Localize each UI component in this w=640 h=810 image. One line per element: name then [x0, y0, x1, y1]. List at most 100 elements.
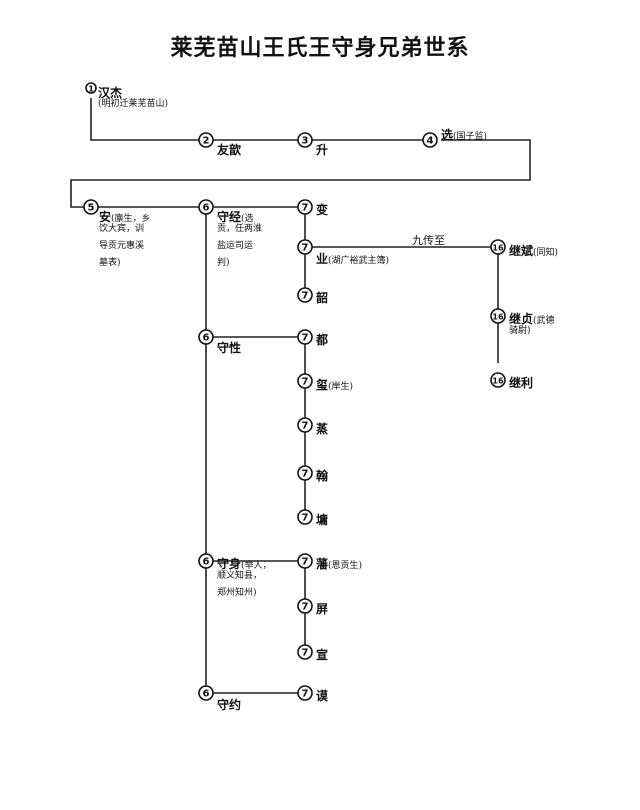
generation-circle-p7b [297, 239, 313, 255]
generation-number: 16 [492, 377, 504, 386]
generation-number: 6 [203, 333, 210, 344]
person-p16b: 继贞(武德 [509, 310, 555, 326]
generation-number: 5 [88, 203, 95, 214]
person-note: (岸生) [328, 382, 354, 392]
generation-circle-p6d [198, 685, 214, 701]
person-name: 继利 [509, 376, 534, 390]
person-p7j: 屏 [316, 600, 328, 616]
page-title: 莱芜苗山王氏王守身兄弟世系 [170, 36, 470, 61]
generation-circle-p16b [490, 308, 506, 324]
person-p2: 友歆 [217, 141, 241, 157]
person-note-line: 郑州知州) [217, 588, 257, 598]
generation-circle-p7f [297, 417, 313, 433]
person-p1: 汉杰 [98, 84, 122, 100]
generation-circle-p7e [297, 373, 313, 389]
person-p7a: 变 [316, 201, 328, 217]
person-p7g: 翰 [316, 467, 328, 483]
person-p16c: 继利 [509, 374, 533, 390]
generation-number: 7 [302, 203, 309, 214]
person-p7h: 墉 [316, 511, 328, 527]
person-note-line: 饮大宾，训 [99, 224, 145, 234]
generation-circle-p1 [85, 82, 97, 94]
person-name: 韶 [316, 291, 329, 305]
generation-circle-p7h [297, 509, 313, 525]
generation-number: 16 [492, 244, 504, 253]
person-p7d: 都 [316, 331, 328, 347]
generation-number: 3 [302, 136, 309, 147]
generation-circle-p7d [297, 329, 313, 345]
generation-number: 2 [203, 136, 210, 147]
person-note-line: 导贡元惠溪 [99, 241, 145, 251]
person-p6b: 守性 [217, 339, 241, 355]
generation-number: 16 [492, 313, 504, 322]
generation-number: 7 [302, 513, 309, 524]
person-p7f: 蒸 [316, 420, 328, 436]
person-note-line: (选 [241, 214, 254, 224]
person-name: 守约 [217, 698, 242, 712]
person-p7k: 宣 [316, 646, 328, 662]
person-p5: 安(廪生，乡 [99, 208, 151, 224]
person-name: 都 [316, 333, 329, 347]
generation-number: 7 [302, 421, 309, 432]
person-note: (国子监) [453, 132, 488, 142]
generation-circle-p3 [297, 132, 313, 148]
person-name: 升 [316, 143, 329, 157]
person-name: 守性 [217, 341, 242, 355]
person-p6c: 守身(举人， [217, 555, 272, 571]
generation-circle-p6b [198, 329, 214, 345]
person-name: 宣 [316, 648, 329, 662]
person-note-line: 顺义知县， [217, 571, 263, 581]
person-name: 屏 [316, 602, 329, 616]
generation-number: 7 [302, 291, 309, 302]
generation-circle-p6a [198, 199, 214, 215]
person-note-line: (武德 [533, 316, 555, 326]
person-name: 变 [316, 203, 329, 217]
generation-number: 7 [302, 377, 309, 388]
generation-circle-p16a [490, 239, 506, 255]
person-p6a: 守经(选 [217, 208, 254, 224]
generation-number: 7 [302, 648, 309, 659]
generation-number: 7 [302, 333, 309, 344]
person-name: 继斌 [509, 244, 534, 258]
person-p7i: 藩(恩贡生) [316, 555, 362, 571]
person-name: 玺 [316, 378, 329, 392]
person-name: 安 [99, 210, 112, 224]
person-p7e: 玺(岸生) [316, 376, 353, 392]
person-note-line: 贡，任两淮 [217, 224, 263, 234]
person-p3: 升 [316, 141, 328, 157]
generation-number: 6 [203, 557, 210, 568]
generation-circle-p7g [297, 465, 313, 481]
person-note: (明初迁莱芜苗山) [98, 99, 169, 109]
person-name: 选 [441, 128, 454, 142]
generation-number: 7 [302, 243, 309, 254]
person-name: 守身 [217, 557, 242, 571]
person-p7l: 谟 [316, 687, 328, 703]
generation-number: 7 [302, 689, 309, 700]
person-name: 友歆 [217, 143, 242, 157]
person-name: 汉杰 [98, 86, 123, 100]
generation-circle-p7a [297, 199, 313, 215]
person-name: 蒸 [316, 422, 329, 436]
person-name: 谟 [316, 689, 329, 703]
generation-circle-p7k [297, 644, 313, 660]
generation-number: 7 [302, 557, 309, 568]
jump-annotation: 九传至 [412, 234, 445, 247]
person-note-line: 墓表) [99, 258, 121, 268]
generation-number: 4 [427, 136, 434, 147]
generation-circle-p4 [422, 132, 438, 148]
person-p7b: 业(湖广裕武主簿) [316, 250, 389, 266]
person-name: 翰 [316, 469, 329, 483]
person-note: (恩贡生) [328, 561, 363, 571]
generation-circle-p7j [297, 598, 313, 614]
person-name: 藩 [316, 557, 329, 571]
person-name: 继贞 [509, 312, 534, 326]
generation-circle-p7l [297, 685, 313, 701]
person-note-line: (廪生，乡 [111, 214, 151, 224]
generation-number: 7 [302, 469, 309, 480]
generation-number: 6 [203, 689, 210, 700]
person-note: (湖广裕武主簿) [328, 256, 390, 266]
generation-circle-p7c [297, 287, 313, 303]
person-p16a: 继斌(同知) [509, 242, 558, 258]
person-note-line: 盐运司运 [217, 241, 254, 251]
